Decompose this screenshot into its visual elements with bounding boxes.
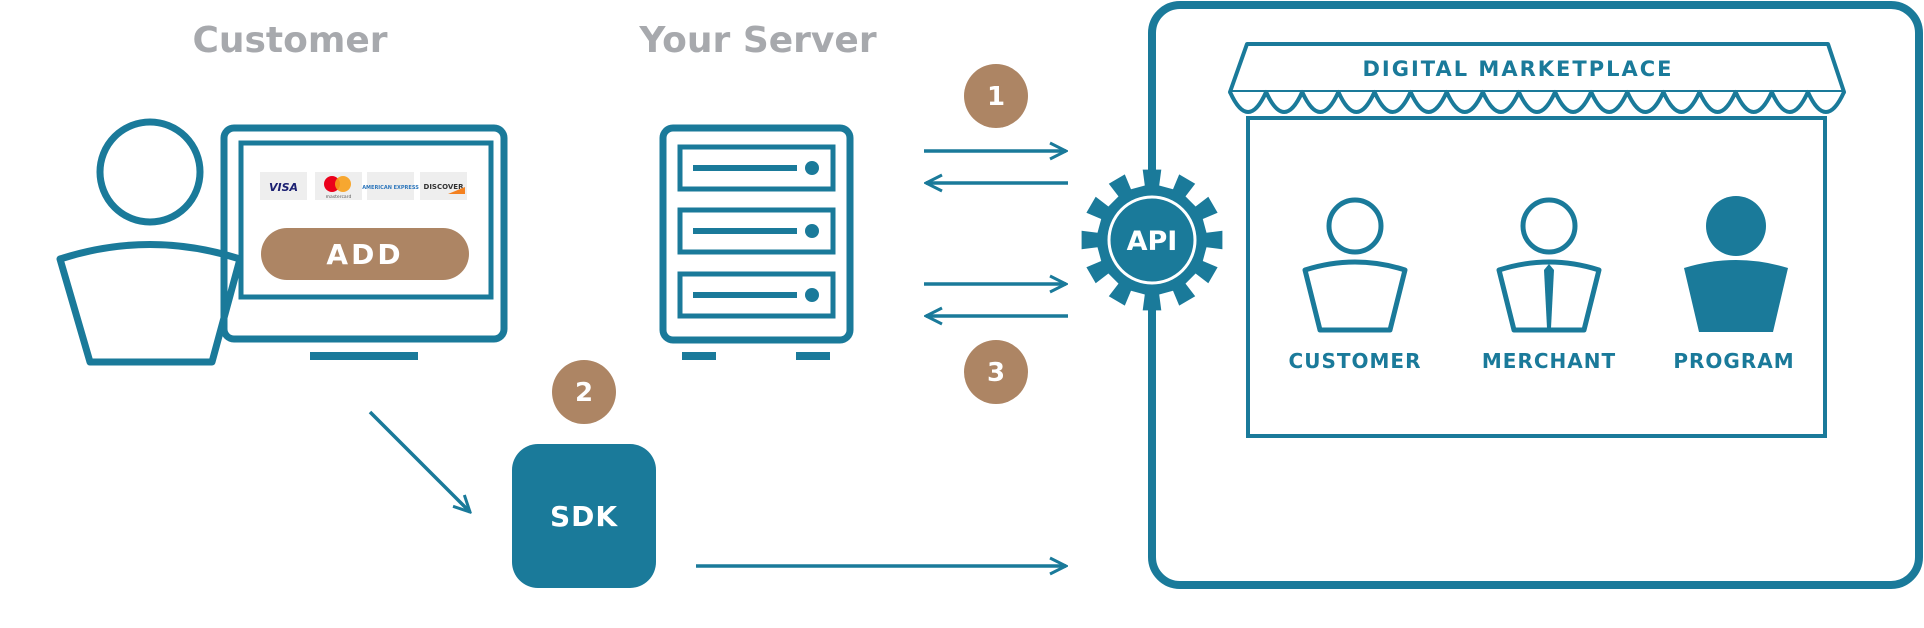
sdk-box: SDK <box>512 444 656 588</box>
marketplace-title: DIGITAL MARKETPLACE <box>1363 57 1674 81</box>
storefront-icon <box>1228 42 1846 438</box>
svg-text:1: 1 <box>987 82 1005 112</box>
mastercard-card-text: mastercard <box>326 194 352 200</box>
step-2-badge: 2 <box>552 360 616 424</box>
amex-card-icon <box>367 172 414 200</box>
customer-role-icon <box>1302 197 1408 333</box>
api-label: API <box>1127 226 1178 257</box>
merchant-role-icon <box>1496 197 1602 333</box>
role-label-customer: CUSTOMER <box>1289 349 1422 373</box>
svg-text:3: 3 <box>987 358 1005 388</box>
add-button[interactable]: ADD <box>261 228 469 280</box>
mastercard-orange-circle <box>335 176 351 192</box>
add-button-label: ADD <box>326 238 403 271</box>
sdk-label: SDK <box>550 500 618 533</box>
mastercard-red-circle <box>324 176 340 192</box>
customer-person-icon <box>56 118 244 366</box>
role-label-program: PROGRAM <box>1673 349 1794 373</box>
step-1-badge: 1 <box>964 64 1028 128</box>
arrow-customer-to-sdk <box>368 410 470 512</box>
card-logos: VISA mastercard AMERICAN EXPRESS DISCOVE… <box>260 172 467 200</box>
monitor-icon <box>220 124 508 360</box>
api-gear-icon: API <box>1081 169 1223 311</box>
server-column-title: Your Server <box>638 20 876 61</box>
program-role-icon <box>1684 196 1788 332</box>
step-3-badge: 3 <box>964 340 1028 404</box>
visa-card-text: VISA <box>269 181 298 194</box>
amex-card-text: AMERICAN EXPRESS <box>362 185 419 191</box>
discover-orange-mark <box>448 187 465 194</box>
discover-card-icon <box>420 172 467 200</box>
discover-card-text: DISCOVER <box>424 183 465 191</box>
role-label-merchant: MERCHANT <box>1482 349 1616 373</box>
svg-text:2: 2 <box>575 378 593 408</box>
server-rack-icon <box>659 124 854 360</box>
customer-column-title: Customer <box>192 20 387 61</box>
visa-card-icon <box>260 172 307 200</box>
